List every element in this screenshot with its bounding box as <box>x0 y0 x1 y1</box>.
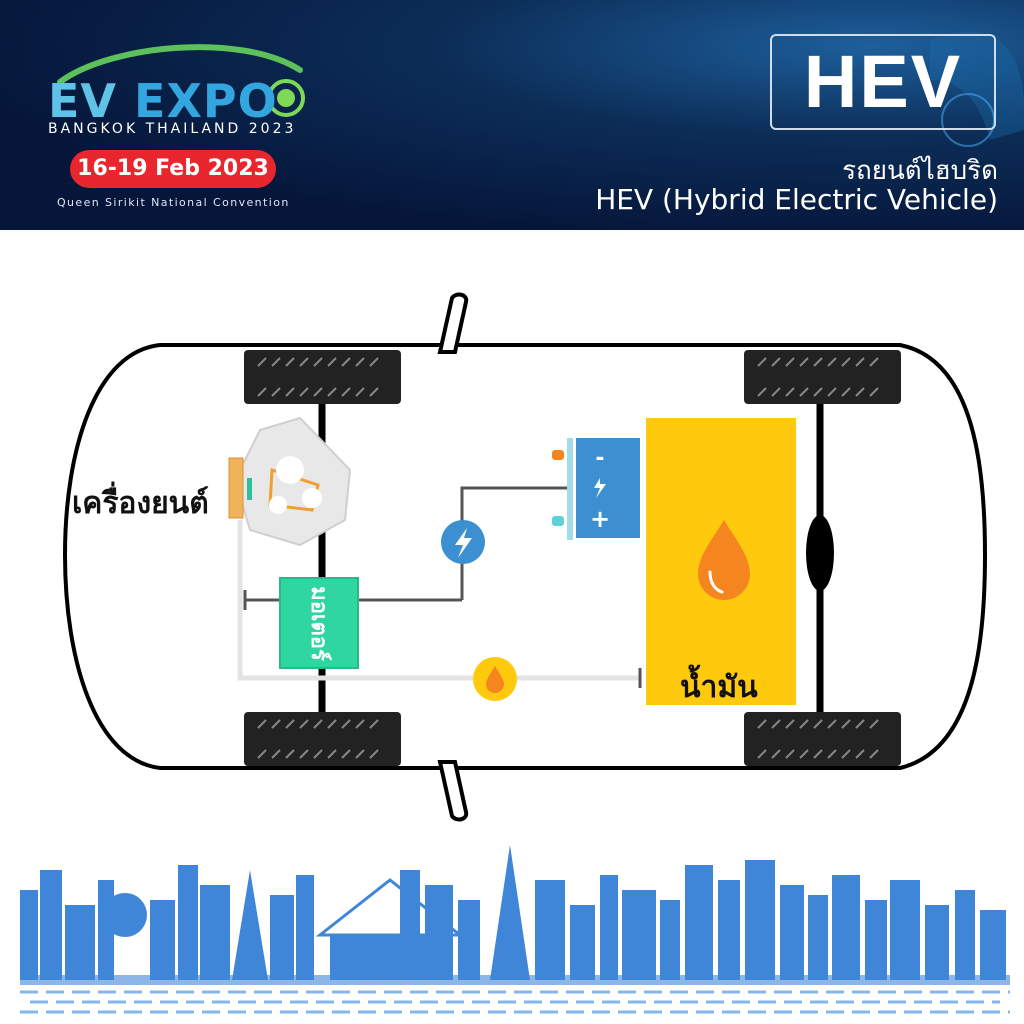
logo-subtitle: BANGKOK THAILAND 2023 <box>48 121 297 137</box>
hev-badge: HEV <box>770 34 996 130</box>
title-english: HEV (Hybrid Electric Vehicle) <box>595 183 998 216</box>
skyline-icon <box>20 845 1010 985</box>
engine-icon <box>228 416 352 547</box>
battery-icon <box>552 438 640 540</box>
motor-label-box: มอเตอร์ <box>282 580 356 666</box>
differential <box>806 515 834 591</box>
car-outline-icon <box>62 343 988 770</box>
logo-expo: EXPO <box>117 74 278 128</box>
fuel-label: น้ำมัน <box>680 670 758 705</box>
logo-ev: EV <box>48 74 118 128</box>
engine-label: เครื่องยนต์ <box>72 486 209 521</box>
logo-wordmark: EV EXPO <box>48 74 278 128</box>
mirror-bottom <box>437 760 469 822</box>
motor-block <box>279 577 359 669</box>
tire-icon <box>244 350 901 766</box>
water-lines <box>20 990 1010 1014</box>
title-thai: รถยนต์ไฮบริด <box>842 156 998 186</box>
venue-text: Queen Sirikit National Convention <box>57 196 290 209</box>
header-car-swoosh <box>57 31 1024 147</box>
battery-plus: + <box>590 505 610 533</box>
header-banner: EV EXPO BANGKOK THAILAND 2023 16-19 Feb … <box>0 0 1024 230</box>
mirror-top <box>437 292 469 354</box>
battery-minus: - <box>595 446 604 471</box>
motor-label: มอเตอร์ <box>305 585 331 661</box>
date-badge: 16-19 Feb 2023 <box>70 150 276 188</box>
